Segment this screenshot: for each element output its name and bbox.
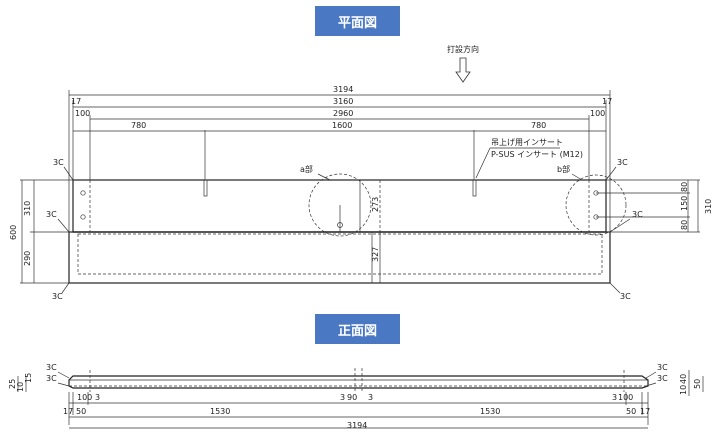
svg-text:310: 310 — [23, 201, 32, 216]
svg-text:3C: 3C — [53, 158, 64, 167]
svg-text:80: 80 — [680, 182, 689, 192]
svg-text:1530: 1530 — [210, 407, 230, 416]
svg-text:17: 17 — [640, 407, 650, 416]
svg-text:17: 17 — [63, 407, 73, 416]
front-outline — [68, 368, 649, 392]
plan-outline — [68, 179, 611, 284]
svg-text:3194: 3194 — [333, 85, 353, 94]
plan-chamfer-labels: 3C 3C 3C 3C 3C 3C — [46, 158, 643, 301]
svg-text:3194: 3194 — [347, 421, 367, 430]
svg-text:90: 90 — [347, 393, 357, 402]
svg-text:3C: 3C — [657, 374, 668, 383]
svg-text:3160: 3160 — [333, 97, 353, 106]
svg-text:10: 10 — [16, 382, 25, 392]
svg-text:17: 17 — [602, 97, 612, 106]
svg-text:600: 600 — [9, 225, 18, 240]
svg-text:1600: 1600 — [332, 121, 352, 130]
front-vertical-dims-left: 25 10 15 — [8, 373, 33, 392]
pour-direction-arrow-icon — [455, 57, 471, 83]
insert-leader — [475, 147, 560, 179]
svg-text:1530: 1530 — [480, 407, 500, 416]
plan-holes — [80, 190, 599, 228]
svg-text:50: 50 — [76, 407, 86, 416]
plan-view-title: 平面図 — [315, 6, 400, 36]
part-a-label: a部 — [300, 164, 313, 174]
svg-text:25: 25 — [8, 379, 17, 389]
insert-label-2: P-SUS インサート (M12) — [491, 150, 583, 159]
svg-text:3C: 3C — [632, 210, 643, 219]
svg-text:3C: 3C — [657, 363, 668, 372]
pour-direction-label: 打設方向 — [447, 44, 479, 54]
svg-text:3: 3 — [368, 393, 373, 402]
plan-vertical-dims-inner: 273 327 — [359, 180, 380, 283]
svg-text:310: 310 — [704, 199, 713, 214]
svg-text:780: 780 — [531, 121, 546, 130]
svg-text:40: 40 — [679, 374, 688, 384]
front-chamfer-labels: 3C 3C 3C 3C — [46, 363, 668, 387]
detail-circle-b — [565, 174, 627, 236]
svg-text:3C: 3C — [46, 210, 57, 219]
svg-text:290: 290 — [23, 251, 32, 266]
svg-text:273: 273 — [371, 197, 380, 212]
svg-text:3C: 3C — [46, 374, 57, 383]
svg-text:3: 3 — [340, 393, 345, 402]
svg-text:80: 80 — [680, 220, 689, 230]
part-b-label: b部 — [557, 164, 570, 174]
lifting-inserts — [203, 130, 477, 197]
svg-text:3C: 3C — [617, 158, 628, 167]
insert-label-1: 吊上げ用インサート — [491, 138, 563, 147]
svg-text:100: 100 — [77, 393, 92, 402]
svg-text:780: 780 — [131, 121, 146, 130]
svg-text:3: 3 — [612, 393, 617, 402]
svg-text:15: 15 — [24, 373, 33, 383]
svg-text:100: 100 — [618, 393, 633, 402]
svg-text:50: 50 — [626, 407, 636, 416]
front-vertical-dims-right: 10 40 50 — [679, 370, 704, 396]
svg-text:17: 17 — [71, 97, 81, 106]
svg-text:327: 327 — [371, 247, 380, 262]
plan-horizontal-dims: 3194 3160 2960 780 1600 780 17 17 100 10… — [68, 85, 612, 232]
svg-text:3: 3 — [95, 393, 100, 402]
svg-text:10: 10 — [679, 385, 688, 395]
detail-circle-a — [308, 173, 372, 237]
svg-text:100: 100 — [590, 109, 605, 118]
front-horizontal-dims: 100 3 3 90 3 3 100 17 50 1530 1530 50 17… — [63, 392, 650, 430]
svg-text:50: 50 — [693, 379, 702, 389]
svg-text:3C: 3C — [46, 363, 57, 372]
front-view-title: 正面図 — [315, 314, 400, 344]
svg-text:150: 150 — [680, 196, 689, 211]
svg-text:3C: 3C — [620, 292, 631, 301]
svg-text:3C: 3C — [52, 292, 63, 301]
plan-vertical-dims-right: 80 150 80 310 — [596, 179, 713, 233]
plan-vertical-dims-left: 600 310 290 — [9, 179, 73, 284]
svg-text:100: 100 — [75, 109, 90, 118]
svg-text:2960: 2960 — [333, 109, 353, 118]
